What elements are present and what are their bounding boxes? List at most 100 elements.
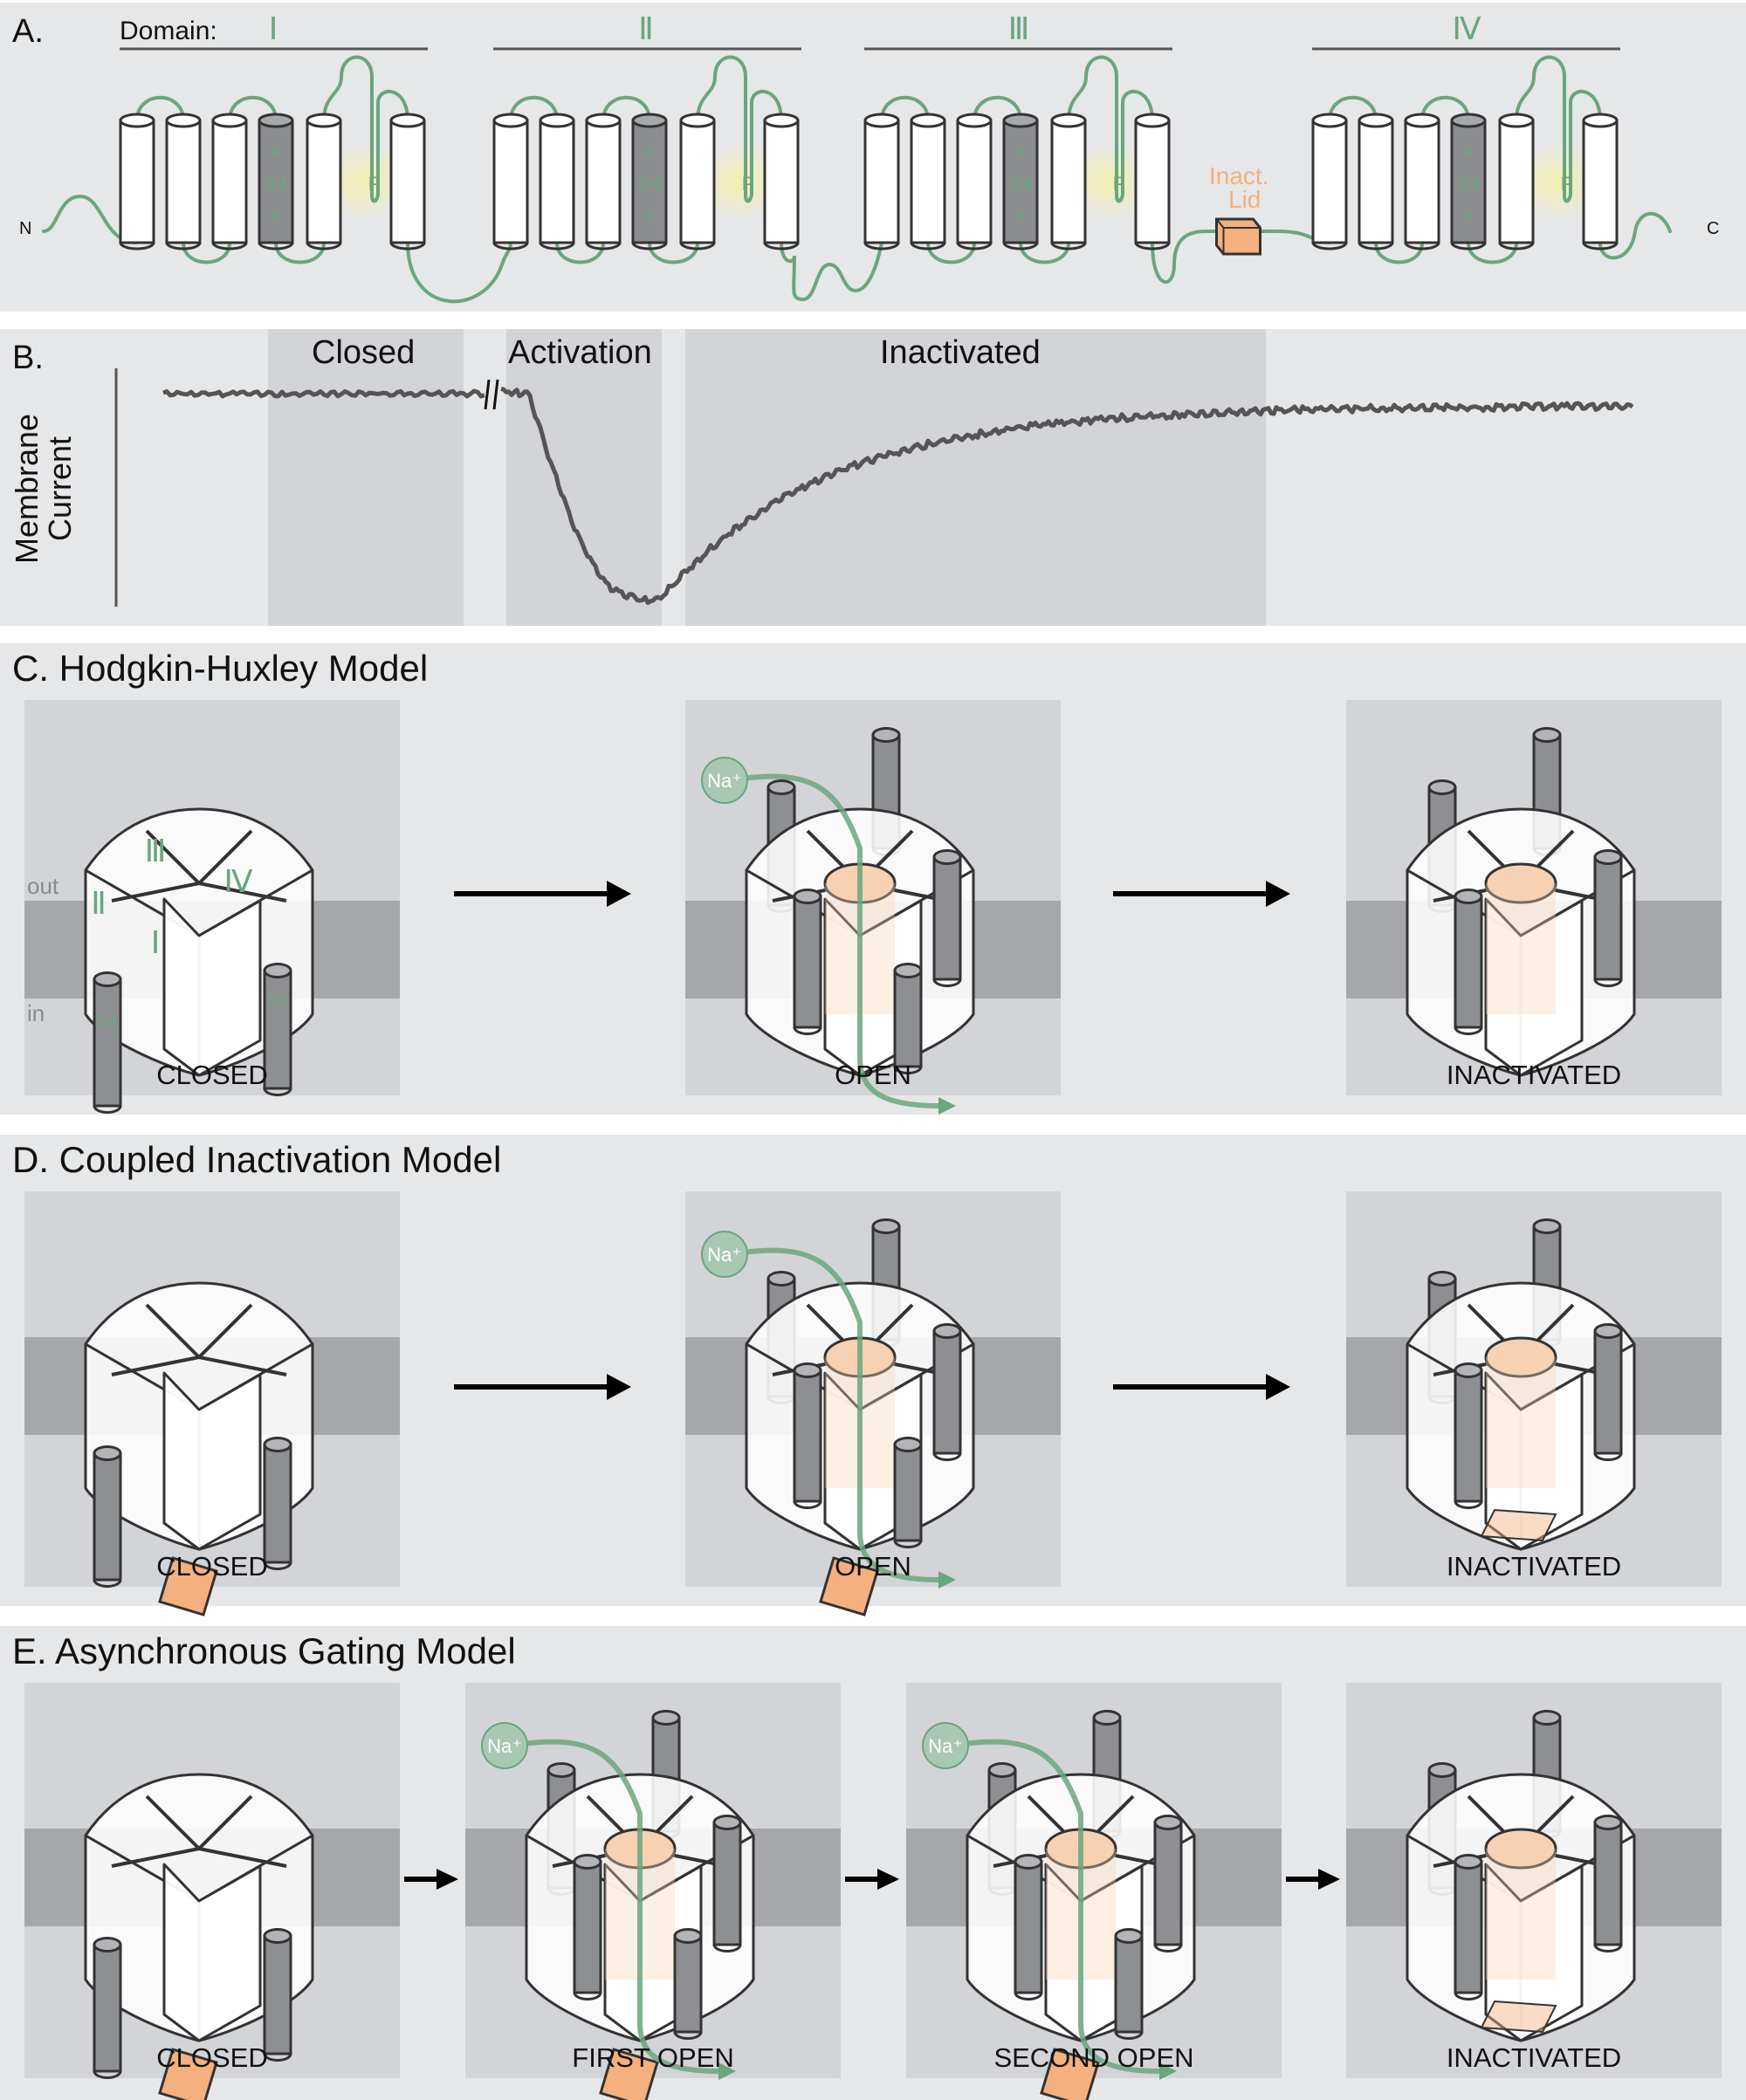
ion-pathway bbox=[960, 1739, 1162, 2074]
s4-label: S4 bbox=[97, 1012, 118, 1032]
channel-front-lobe bbox=[162, 1863, 262, 2042]
channel-inactivated-async bbox=[1406, 1710, 1636, 2042]
cylinder-bottom bbox=[932, 1452, 962, 1461]
s4-plus: + bbox=[644, 142, 656, 164]
helix-cylinder bbox=[211, 113, 248, 250]
intracellular-loop bbox=[182, 241, 231, 264]
sodium-ion-icon bbox=[701, 1231, 748, 1278]
intracellular-loop bbox=[648, 241, 699, 264]
cylinder-body bbox=[263, 1443, 292, 1564]
helix-bottom bbox=[631, 242, 668, 250]
panel-e: E. Asynchronous Gating Model CLOSED Na⁺ … bbox=[0, 1626, 1746, 2100]
helix-body bbox=[306, 119, 342, 244]
helix-top bbox=[306, 113, 342, 128]
cylinder-bottom bbox=[1153, 1944, 1183, 1952]
s4-helix-raised bbox=[712, 1815, 742, 1952]
cylinder-top bbox=[263, 963, 292, 978]
linker-i-ii bbox=[406, 241, 512, 304]
p-loop-label: P bbox=[1561, 173, 1574, 195]
p-loop bbox=[1067, 55, 1154, 203]
open-state-box: Na⁺ OPEN bbox=[685, 700, 1061, 1115]
arrow-icon bbox=[1286, 1869, 1340, 1890]
helix-bottom bbox=[1311, 242, 1348, 250]
cylinder-top bbox=[1427, 779, 1457, 795]
channel-front-lobe bbox=[1484, 1863, 1584, 2042]
channel-front-lobe bbox=[162, 897, 262, 1077]
sodium-ion-icon bbox=[922, 1722, 969, 1769]
state-caption: INACTIVATED bbox=[1446, 1551, 1622, 1582]
domain-numeral: Ⅰ bbox=[151, 924, 161, 960]
helix-body bbox=[763, 119, 800, 244]
pore-opening bbox=[1484, 1336, 1557, 1378]
current-trace bbox=[500, 387, 1634, 606]
channel-body bbox=[1406, 1281, 1636, 1551]
cylinder-top bbox=[1427, 1762, 1457, 1778]
cylinder-top bbox=[871, 1218, 901, 1234]
s4-helix bbox=[93, 1937, 122, 2079]
helix-top bbox=[763, 113, 800, 128]
cylinder-top bbox=[1593, 1323, 1623, 1339]
cylinder-body bbox=[263, 1934, 292, 2055]
cylinder-bottom bbox=[1114, 2031, 1144, 2040]
channel: Na⁺ bbox=[701, 1218, 975, 1616]
helix-body bbox=[539, 119, 575, 244]
domain-numeral: Ⅰ bbox=[269, 10, 278, 46]
helix-body bbox=[389, 119, 426, 244]
inactivated-state-box: INACTIVATED bbox=[1346, 700, 1722, 1095]
s4-label: S4 bbox=[265, 173, 288, 195]
channel-open-coupled: Na⁺ bbox=[701, 1218, 975, 1616]
helix-bottom bbox=[389, 242, 426, 250]
helix-top bbox=[1002, 113, 1039, 128]
s4-helix-raised bbox=[573, 1854, 602, 2000]
cylinder-body bbox=[1593, 1821, 1623, 1946]
helix-cylinder bbox=[1582, 113, 1619, 250]
panel-c-title: C. Hodgkin-Huxley Model bbox=[12, 648, 429, 689]
cylinder-top bbox=[1593, 849, 1623, 865]
cylinder-body bbox=[712, 1821, 742, 1946]
s4-helix-raised bbox=[1593, 849, 1623, 987]
helix-top bbox=[165, 113, 202, 128]
s4-label: S4 bbox=[1457, 173, 1481, 195]
intracellular-loop bbox=[1467, 241, 1518, 264]
closed-phase-label: Closed bbox=[312, 334, 416, 371]
cylinder-top bbox=[871, 727, 901, 743]
cylinder-top bbox=[93, 1445, 122, 1461]
helix-bottom bbox=[1582, 242, 1619, 250]
inactivation-lid-label-1: Inact. bbox=[1209, 162, 1269, 189]
cylinder-bottom bbox=[793, 1500, 822, 1509]
p-loop-label: P bbox=[742, 173, 755, 195]
helix-cylinder bbox=[910, 113, 946, 250]
channel-closed-async bbox=[84, 1773, 314, 2100]
channel-closed-coupled bbox=[84, 1281, 314, 1616]
helix-cylinder bbox=[763, 113, 800, 250]
helix-cylinder bbox=[119, 113, 155, 250]
extracellular-loop bbox=[228, 95, 278, 122]
channel-second-open: Na⁺ bbox=[922, 1710, 1196, 2100]
inactivation-lid-label-2: Lid bbox=[1228, 186, 1261, 213]
inactivated-phase-band bbox=[685, 329, 1266, 626]
cylinder-body bbox=[93, 1451, 122, 1582]
cylinder-bottom bbox=[893, 1066, 923, 1074]
helix-cylinder bbox=[1358, 113, 1394, 250]
inactivated-phase-label: Inactivated bbox=[880, 334, 1041, 371]
s4-helix-raised bbox=[932, 849, 962, 987]
c-terminus-label: C bbox=[1707, 219, 1720, 238]
p-loop bbox=[322, 55, 409, 203]
cylinder-body bbox=[793, 1369, 822, 1503]
inactivation-lid-icon bbox=[158, 2048, 218, 2100]
arrow-icon bbox=[404, 1869, 458, 1890]
helix-cylinder bbox=[1311, 113, 1348, 250]
second-open-state-box: Na⁺ SECOND OPEN bbox=[906, 1683, 1282, 2100]
s4-plus: + bbox=[271, 205, 282, 227]
cylinder-top bbox=[263, 1928, 292, 1944]
cylinder-body bbox=[1593, 855, 1623, 981]
helix-bottom bbox=[863, 242, 900, 250]
channel-inactivated-coupled bbox=[1406, 1218, 1636, 1551]
extracellular-loop bbox=[601, 95, 651, 122]
helix-cylinder bbox=[492, 113, 529, 250]
cylinder-top bbox=[263, 1437, 292, 1452]
cylinder-body bbox=[93, 1943, 122, 2073]
s4-helix bbox=[893, 963, 923, 1074]
channel: Na⁺ bbox=[701, 727, 975, 1115]
